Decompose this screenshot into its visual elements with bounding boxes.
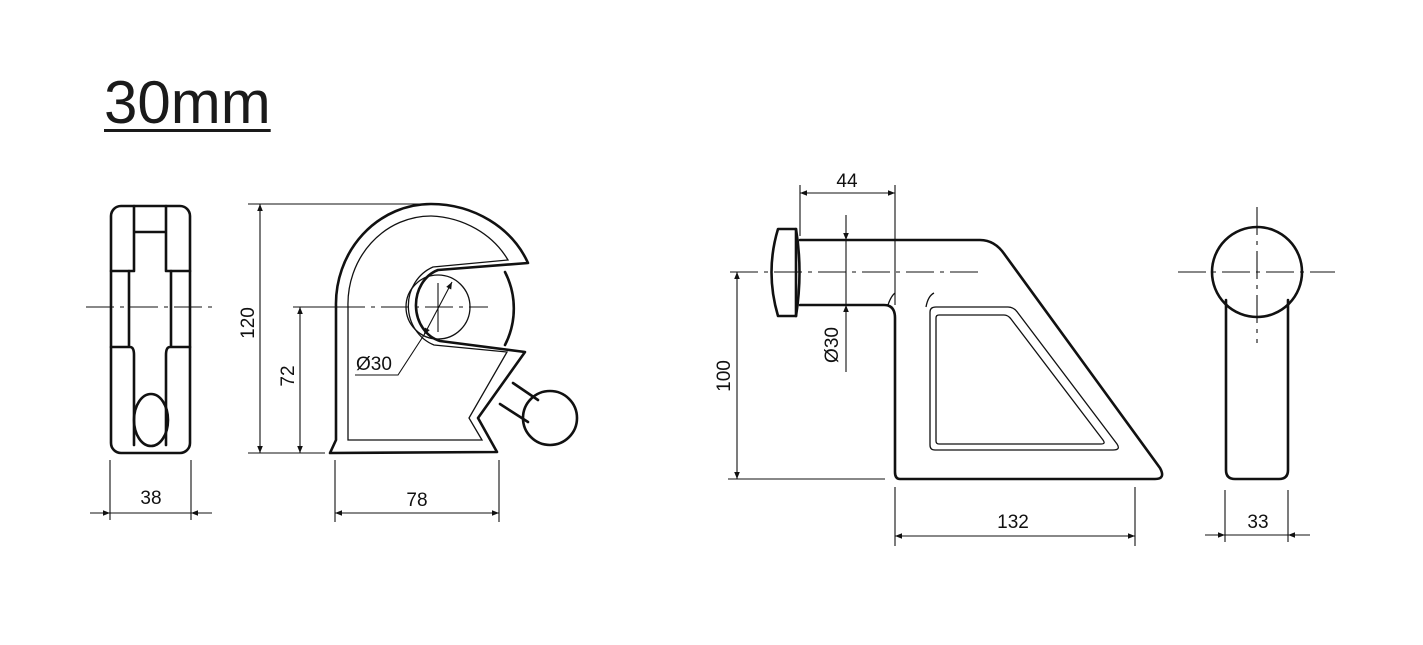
- dim-44: 44: [836, 171, 858, 192]
- dim-120: 120: [238, 307, 259, 339]
- drawing-title: 30mm: [104, 69, 271, 136]
- dim-hole-diameter: Ø30: [356, 354, 392, 375]
- side-view: Ø30 120 72 78: [238, 202, 579, 522]
- dim-132: 132: [997, 512, 1029, 533]
- end-view: 33: [1178, 207, 1335, 542]
- dim-38: 38: [140, 488, 161, 509]
- bracket-view: 44 Ø30 100 132: [714, 171, 1164, 546]
- front-view: 38: [86, 204, 215, 520]
- dim-33: 33: [1247, 512, 1268, 533]
- dim-72: 72: [278, 365, 299, 386]
- dim-100: 100: [714, 360, 735, 392]
- dim-pin-diameter: Ø30: [822, 327, 843, 363]
- dim-78: 78: [406, 490, 427, 511]
